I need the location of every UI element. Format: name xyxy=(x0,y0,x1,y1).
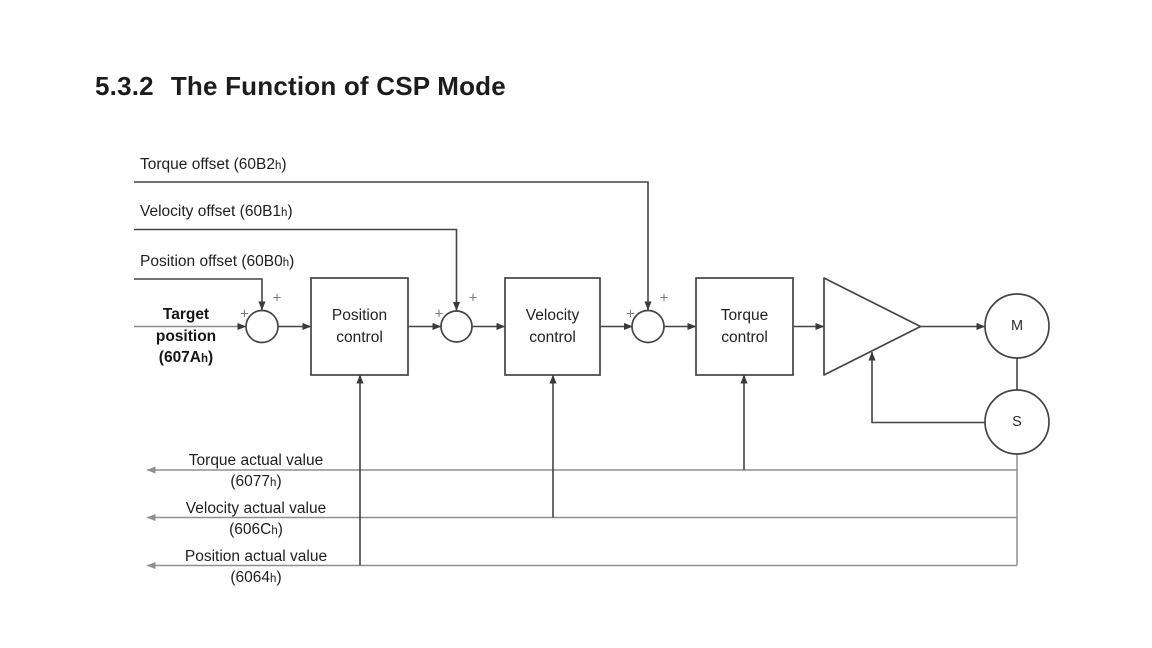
motor-sensor-lines xyxy=(868,351,1018,424)
target-line3: (607Ah) xyxy=(140,347,232,371)
velocity-offset-subscript: h xyxy=(281,207,288,219)
position-offset-close: ) xyxy=(289,253,295,270)
position-actual-index: (6064h) xyxy=(146,569,366,588)
velocity-offset-line xyxy=(134,228,461,311)
velocity-offset-close: ) xyxy=(287,203,293,220)
torque-actual-index-pre: (6077 xyxy=(230,472,271,490)
position-actual-text: Position actual value xyxy=(184,548,328,565)
torque-actual-subscript: h xyxy=(270,476,277,489)
position-actual-subscript: h xyxy=(270,572,277,585)
sum3-plus-left: + xyxy=(626,305,635,323)
torque-offset-text: Torque offset (60B2 xyxy=(140,156,275,173)
velocity-actual-text: Velocity actual value xyxy=(185,500,327,517)
velocity-offset-text: Velocity offset (60B1 xyxy=(140,203,282,220)
torque-offset-subscript: h xyxy=(275,160,282,172)
position-control-block: Position control xyxy=(311,278,408,375)
summing-junction-1 xyxy=(245,309,279,344)
velocity-control-block: Velocity control xyxy=(505,278,600,375)
position-offset-subscript: h xyxy=(282,257,290,269)
position-actual-close: ) xyxy=(276,568,282,586)
section-title: The Function of CSP Mode xyxy=(170,71,506,101)
position-control-label-1: Position xyxy=(331,306,388,324)
target-index: (607A xyxy=(158,349,201,366)
torque-offset-label: Torque offset (60B2h) xyxy=(140,156,287,174)
target-close: ) xyxy=(208,349,214,366)
sensor-label: S xyxy=(1012,414,1022,430)
torque-offset-line xyxy=(134,181,652,311)
summing-junction-3 xyxy=(631,309,665,344)
feedback-lines xyxy=(146,454,1018,570)
torque-actual-label: Torque actual value (6077h) xyxy=(146,452,366,492)
velocity-offset-label: Velocity offset (60B1h) xyxy=(140,203,293,221)
sum1-plus-top: + xyxy=(272,289,282,306)
torque-control-label-1: Torque xyxy=(720,306,769,324)
target-line1: Target xyxy=(162,306,210,323)
motor-circle xyxy=(984,293,1050,359)
sensor-to-amplifier-line xyxy=(868,351,985,424)
velocity-control-label-1: Velocity xyxy=(525,306,580,324)
velocity-actual-subscript: h xyxy=(271,524,278,537)
feedback-risers xyxy=(356,374,748,566)
velocity-actual-label: Velocity actual value (606Ch) xyxy=(146,500,366,540)
diagram-shapes xyxy=(245,277,1050,455)
position-actual-index-pre: (6064 xyxy=(230,568,271,586)
velocity-control-block-shape xyxy=(504,277,601,376)
amplifier-triangle xyxy=(823,277,922,376)
sum3-plus-top: + xyxy=(659,289,669,306)
torque-control-block: Torque control xyxy=(696,278,793,375)
torque-actual-text: Torque actual value xyxy=(188,452,324,469)
section-heading: 5.3.2 The Function of CSP Mode xyxy=(95,71,506,102)
sum2-plus-top: + xyxy=(468,289,478,306)
position-actual-label: Position actual value (6064h) xyxy=(146,548,366,588)
position-control-block-shape xyxy=(310,277,409,376)
motor-label: M xyxy=(1010,318,1024,334)
torque-actual-index: (6077h) xyxy=(146,473,366,492)
position-offset-text: Position offset (60B0 xyxy=(140,253,283,270)
sensor-circle xyxy=(984,389,1050,455)
position-offset-label: Position offset (60B0h) xyxy=(140,253,294,271)
summing-junction-2 xyxy=(440,310,473,343)
target-position-label: Target position (607Ah) xyxy=(140,304,232,371)
position-control-label-2: control xyxy=(336,328,383,346)
torque-actual-close: ) xyxy=(276,472,282,490)
velocity-actual-close: ) xyxy=(277,520,283,538)
torque-offset-close: ) xyxy=(281,156,287,173)
offset-lines xyxy=(134,181,652,311)
velocity-actual-index: (606Ch) xyxy=(146,521,366,540)
position-offset-line xyxy=(134,278,266,311)
velocity-actual-index-pre: (606C xyxy=(229,520,272,538)
torque-control-label-2: control xyxy=(721,328,768,346)
target-subscript: h xyxy=(201,353,209,365)
torque-control-block-shape xyxy=(695,277,794,376)
section-number: 5.3.2 xyxy=(95,71,154,101)
sum2-plus-left: + xyxy=(434,305,444,323)
sum1-plus-left: + xyxy=(240,305,249,323)
velocity-control-label-2: control xyxy=(529,328,576,346)
target-line2: position xyxy=(155,327,217,345)
